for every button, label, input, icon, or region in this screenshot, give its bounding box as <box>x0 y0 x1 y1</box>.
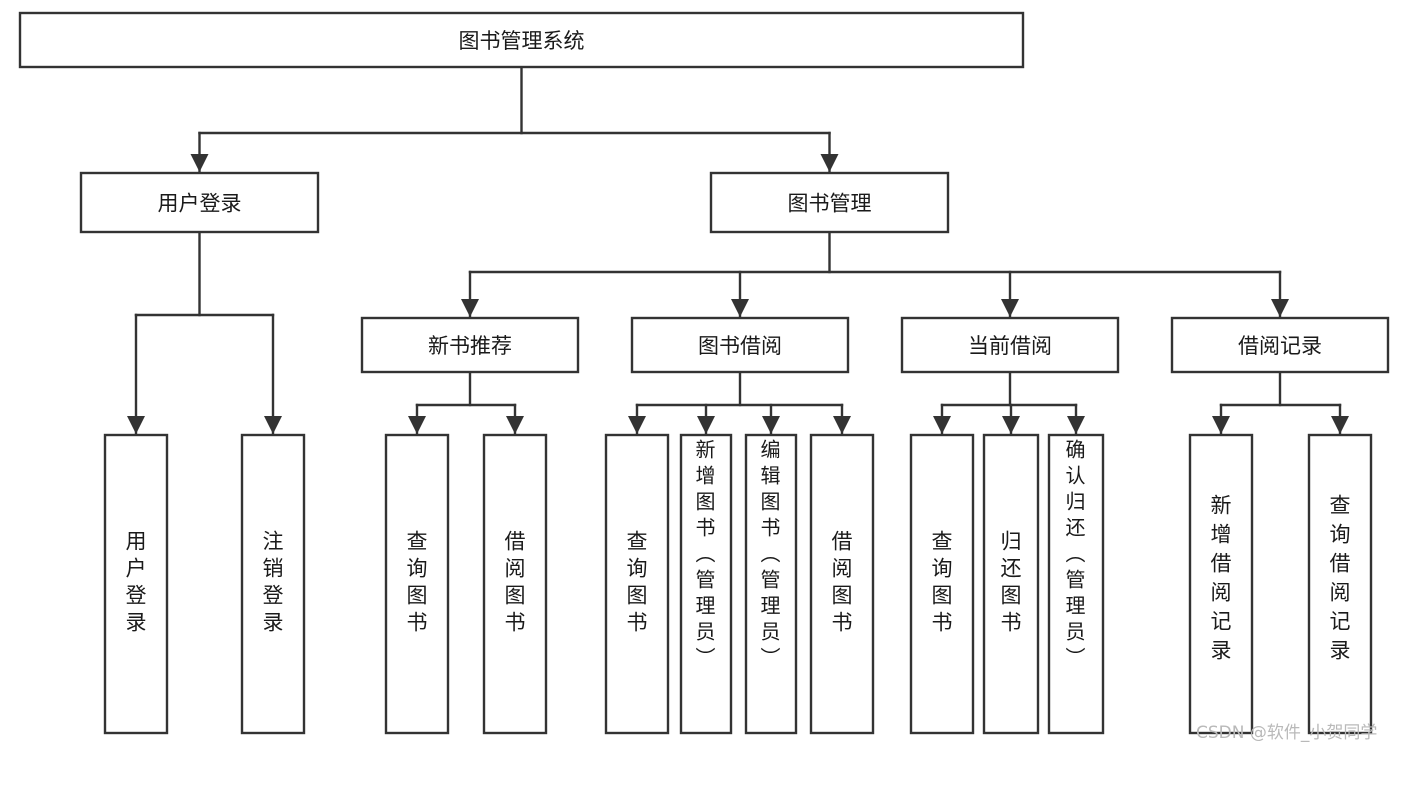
arrow-head-leaf-borrow-book-rec <box>506 416 524 434</box>
node-book-manage[interactable] <box>709 171 950 234</box>
arrow-head-leaf-query-book-cur <box>933 416 951 434</box>
leaf-node-leaf-user-login[interactable] <box>103 433 169 735</box>
leaf-node-leaf-return-book[interactable] <box>982 433 1040 735</box>
leaf-node-leaf-query-book-borrow[interactable] <box>604 433 670 735</box>
arrow-head-book-borrow <box>731 299 749 317</box>
arrow-head-book-manage <box>820 154 839 172</box>
arrow-head-leaf-borrow-book <box>833 416 851 434</box>
leaf-node-leaf-confirm-return[interactable] <box>1047 433 1105 735</box>
node-label-book-borrow: 图书借阅 <box>698 334 782 358</box>
leaf-node-leaf-query-record[interactable] <box>1307 433 1373 735</box>
arrow-head-leaf-user-login <box>127 416 145 434</box>
arrow-head-current-borrow <box>1001 299 1019 317</box>
node-new-book-rec[interactable] <box>360 316 580 374</box>
leaf-node-leaf-edit-book[interactable] <box>744 433 798 735</box>
leaf-node-leaf-borrow-book-rec[interactable] <box>482 433 548 735</box>
node-current-borrow[interactable] <box>900 316 1120 374</box>
node-label-new-book-rec: 新书推荐 <box>428 334 512 358</box>
leaf-node-leaf-add-book[interactable] <box>679 433 733 735</box>
arrow-head-leaf-edit-book <box>762 416 780 434</box>
leaf-node-leaf-query-book-rec[interactable] <box>384 433 450 735</box>
node-borrow-record[interactable] <box>1170 316 1390 374</box>
leaf-node-leaf-borrow-book[interactable] <box>809 433 875 735</box>
node-label-root: 图书管理系统 <box>459 29 585 53</box>
arrow-head-leaf-user-logout <box>264 416 282 434</box>
node-user-login[interactable] <box>79 171 320 234</box>
boxes-layer <box>18 11 1390 735</box>
node-label-book-manage: 图书管理 <box>788 192 872 216</box>
node-label-borrow-record: 借阅记录 <box>1238 334 1322 358</box>
diagram-canvas-root: 图书管理系统用户登录图书管理新书推荐图书借阅当前借阅借阅记录 用户登录注销登录查… <box>18 11 1390 743</box>
arrow-head-leaf-add-record <box>1212 416 1230 434</box>
arrow-head-leaf-confirm-return <box>1067 416 1085 434</box>
arrow-head-new-book-rec <box>461 299 479 317</box>
arrow-head-leaf-add-book <box>697 416 715 434</box>
arrow-head-leaf-query-book-borrow <box>628 416 646 434</box>
leaf-node-leaf-add-record[interactable] <box>1188 433 1254 735</box>
arrow-head-leaf-query-record <box>1331 416 1349 434</box>
arrow-head-user-login <box>190 154 209 172</box>
arrow-head-leaf-query-book-rec <box>408 416 426 434</box>
node-label-user-login: 用户登录 <box>158 192 242 216</box>
csdn-watermark: CSDN @软件_小贺同学 <box>1196 723 1378 743</box>
leaf-node-leaf-user-logout[interactable] <box>240 433 306 735</box>
arrow-head-borrow-record <box>1271 299 1289 317</box>
connectors-layer <box>127 65 1349 436</box>
node-label-current-borrow: 当前借阅 <box>968 334 1052 358</box>
leaf-node-leaf-query-book-cur[interactable] <box>909 433 975 735</box>
node-book-borrow[interactable] <box>630 316 850 374</box>
node-root[interactable] <box>18 11 1025 69</box>
arrow-head-leaf-return-book <box>1002 416 1020 434</box>
